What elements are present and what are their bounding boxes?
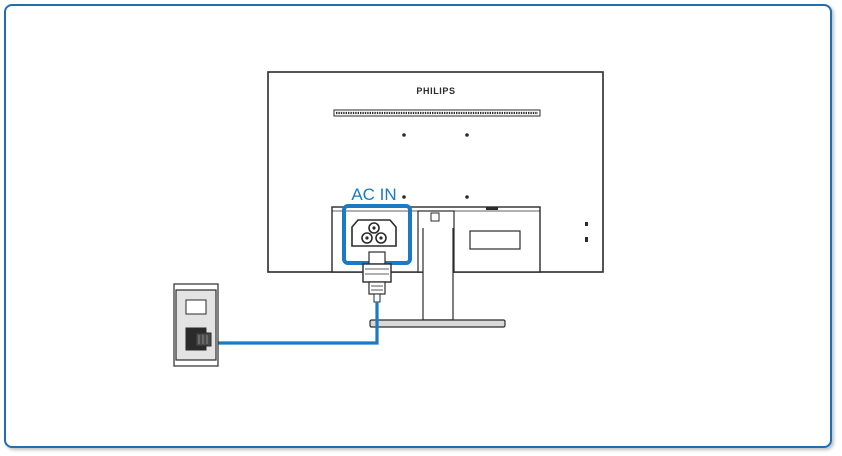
screw-hole-top-right bbox=[465, 133, 469, 137]
screw-hole-bottom-left bbox=[402, 195, 406, 199]
housing-clip bbox=[486, 207, 498, 210]
strain-relief bbox=[373, 293, 381, 303]
plug-head bbox=[368, 251, 386, 265]
power-plug-icon bbox=[362, 251, 392, 303]
stand-latch bbox=[430, 212, 440, 222]
brand-logo: PHILIPS bbox=[416, 86, 455, 96]
screw-hole-top-left bbox=[402, 133, 406, 137]
video-port bbox=[469, 230, 521, 250]
ac-in-label: AC IN bbox=[351, 185, 396, 204]
lock-slot-top bbox=[585, 222, 588, 226]
wall-outlet-icon bbox=[173, 283, 219, 367]
ac-in-port: AC IN bbox=[342, 185, 412, 265]
outlet-upper-socket bbox=[185, 299, 207, 315]
monitor-stand bbox=[369, 228, 506, 328]
stand-base bbox=[369, 319, 506, 328]
power-cable bbox=[210, 302, 379, 345]
screw-hole-bottom-right bbox=[465, 195, 469, 199]
socket-pins bbox=[361, 222, 387, 244]
lock-slot-icon bbox=[585, 237, 588, 242]
plug-body bbox=[362, 263, 392, 283]
stand-neck bbox=[422, 228, 454, 321]
plug-grip bbox=[368, 281, 386, 295]
wall-plug bbox=[195, 332, 212, 347]
